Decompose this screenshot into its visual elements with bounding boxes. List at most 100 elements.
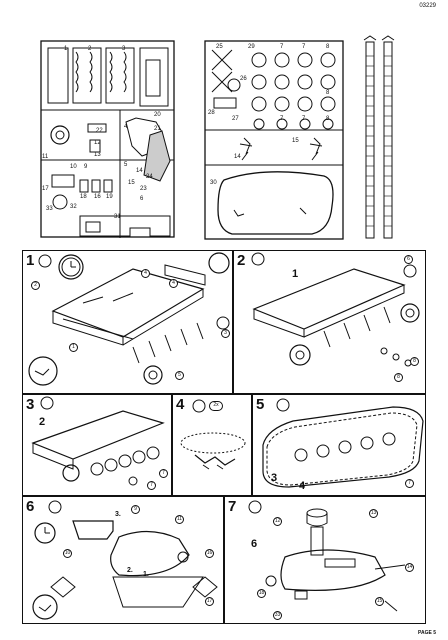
- part-label: 3: [271, 472, 278, 484]
- sprue-b-part-label: 8: [326, 116, 330, 122]
- sprue-a-part-label: 32: [70, 204, 77, 210]
- callout: 7: [159, 469, 168, 478]
- sprue-a-part-label: 19: [106, 194, 113, 200]
- callout: 4: [141, 269, 150, 278]
- callout: 9: [131, 505, 140, 514]
- sprue-b-drawing: [204, 40, 344, 240]
- callout: 4: [169, 279, 178, 288]
- sequence-label: 1.: [143, 571, 149, 578]
- callout: 33: [273, 611, 282, 620]
- sprue-b-part-label: 8: [326, 90, 330, 96]
- document-code: 03229: [419, 3, 436, 9]
- sprue-b-part-label: 30: [210, 180, 217, 186]
- sprue-a-part-label: 2: [88, 46, 92, 52]
- callout: 7: [147, 481, 156, 490]
- sprue-b-part-label: 28: [208, 110, 215, 116]
- callout: 11: [175, 515, 184, 524]
- sprue-a-part-label: 3: [122, 46, 126, 52]
- sprue-a-part-label: 10: [70, 164, 77, 170]
- sprue-a-drawing: [40, 40, 175, 238]
- sprue-a-part-label: 31: [114, 214, 121, 220]
- step-5-panel: 5 3 4 7: [252, 394, 426, 496]
- callout: 13: [369, 509, 378, 518]
- step-6-panel: 6 9 3. 11 10 2. 1. 16 17: [22, 496, 224, 624]
- step-1-panel: 1 2 4 4 1 3 5: [22, 250, 233, 394]
- sprue-a-part-label: 23: [140, 186, 147, 192]
- sprue-b-part-label: 7: [280, 116, 284, 122]
- sprue-a-part-label: 15: [128, 180, 135, 186]
- step-3-panel: 3 2 7 7: [22, 394, 172, 496]
- sprue-b-part-label: 8: [326, 44, 330, 50]
- step-2-drawing: [251, 252, 420, 367]
- callout: 1: [69, 343, 78, 352]
- callout: 14: [405, 563, 414, 572]
- callout: 16: [205, 549, 214, 558]
- sprue-a-part-label: 16: [94, 194, 101, 200]
- sprue-b-part-label: 7: [302, 44, 306, 50]
- step-7-drawing: [248, 500, 406, 612]
- sprue-frame-b: 25 29 7 7 8 26 28 27 7 7 8 8 14 15 30: [204, 40, 344, 240]
- sprue-a-part-label: 13: [94, 152, 101, 158]
- quantity-badge: 2x: [209, 401, 223, 411]
- sprue-b-part-label: 14: [234, 154, 241, 160]
- callout: 12: [273, 517, 282, 526]
- step-number: 1: [26, 252, 35, 269]
- sprue-a-part-label: 20: [154, 112, 161, 118]
- step-1-drawing: [28, 252, 230, 386]
- part-label: 6: [251, 538, 258, 550]
- callout: 8: [410, 357, 419, 366]
- sprue-a-part-label: 17: [42, 186, 49, 192]
- step-number: 2: [237, 252, 246, 269]
- callout: 18: [257, 589, 266, 598]
- sequence-label: 3.: [115, 511, 121, 518]
- sprue-b-part-label: 7: [280, 44, 284, 50]
- step-7-panel: 7 6 12 13 14 15 18 33: [224, 496, 426, 624]
- part-label: 2: [39, 416, 46, 428]
- sprue-a-part-label: 5: [124, 162, 128, 168]
- callout: 3: [221, 329, 230, 338]
- sprue-b-part-label: 26: [240, 76, 247, 82]
- track-runners: [363, 35, 395, 239]
- sprue-a-part-label: 14: [136, 168, 143, 174]
- sprue-a-part-label: 4: [124, 124, 128, 130]
- sprue-a-part-label: 21: [154, 126, 161, 132]
- step-number: 5: [256, 396, 265, 413]
- callout: 17: [205, 597, 214, 606]
- sprue-a-part-label: 24: [146, 174, 153, 180]
- sprue-a-part-label: 1: [64, 46, 68, 52]
- step-3-drawing: [31, 396, 165, 486]
- callout: 15: [375, 597, 384, 606]
- sprue-frame-a: 1 2 3 20 4 21 22 12 11 13 10 9 5 14 24 1…: [40, 40, 175, 238]
- sprue-a-part-label: 18: [80, 194, 87, 200]
- sprue-a-part-label: 33: [46, 206, 53, 212]
- sprue-b-part-label: 25: [216, 44, 223, 50]
- callout: 7: [405, 479, 414, 488]
- step-number: 4: [176, 396, 185, 413]
- sprue-b-part-label: 29: [248, 44, 255, 50]
- sprue-a-part-label: 6: [140, 196, 144, 202]
- sprue-b-part-label: 7: [302, 116, 306, 122]
- step-6-drawing: [32, 500, 218, 620]
- step-2-panel: 2 1 6 8 8: [233, 250, 426, 394]
- callout: 10: [63, 549, 72, 558]
- sprue-b-part-label: 27: [232, 116, 239, 122]
- page-label: PAGE 5: [418, 630, 436, 636]
- sprue-b-part-label: 15: [292, 138, 299, 144]
- step-number: 6: [26, 498, 35, 515]
- step-number: 3: [26, 396, 35, 413]
- sprue-a-part-label: 22: [96, 128, 103, 134]
- sequence-label: 2.: [127, 567, 133, 574]
- callout: 6: [404, 255, 413, 264]
- sprue-a-part-label: 11: [42, 154, 49, 160]
- step-5-drawing: [262, 398, 424, 488]
- step-4-drawing: [180, 399, 246, 470]
- part-label: 1: [292, 268, 299, 280]
- sprue-a-part-label: 12: [94, 140, 101, 146]
- step-number: 7: [228, 498, 237, 515]
- callout: 8: [394, 373, 403, 382]
- step-4-panel: 4 2x: [172, 394, 252, 496]
- callout: 5: [175, 371, 184, 380]
- callout: 2: [31, 281, 40, 290]
- sprue-a-part-label: 9: [84, 164, 88, 170]
- part-label: 4: [299, 480, 306, 492]
